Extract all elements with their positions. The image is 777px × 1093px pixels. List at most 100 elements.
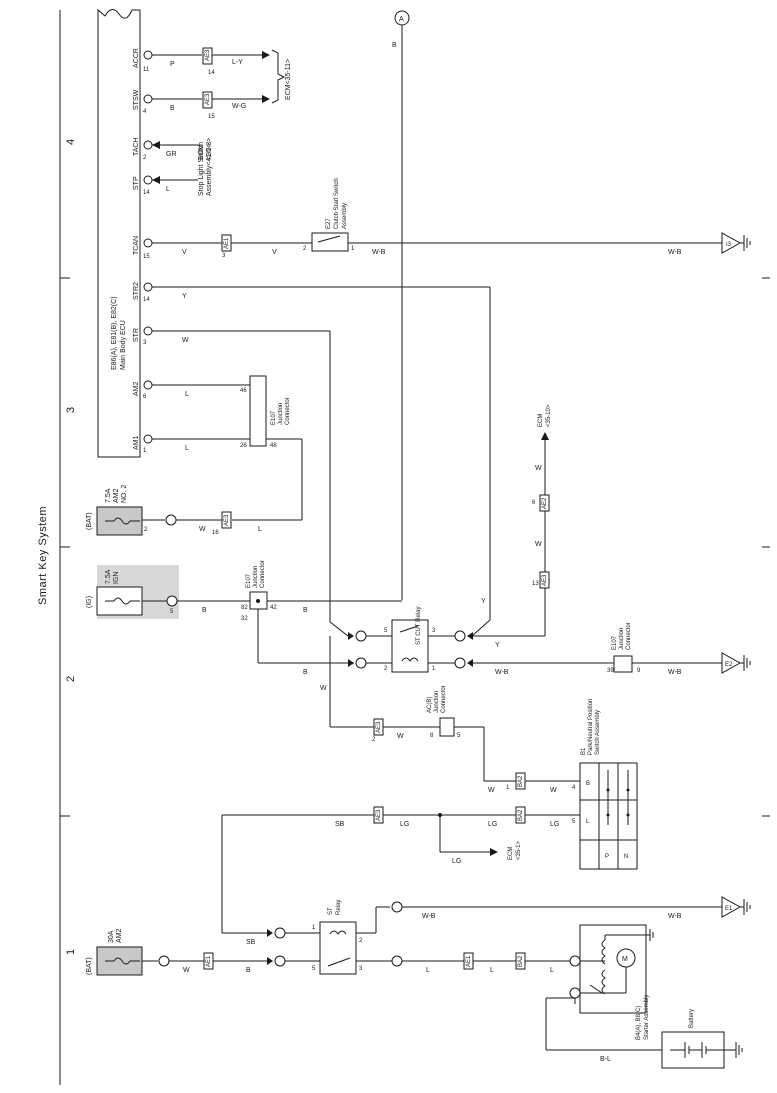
wire-color: W [320,685,327,692]
pin-label: 2 [303,246,307,252]
terminal-str2-label: STR2 [133,282,140,300]
switch-position: L [586,819,590,825]
starter-motor-symbol: M [622,956,628,963]
wire-color: L [258,526,262,533]
terminal-accr-label: ACCR [133,48,140,68]
wire-color: P [170,61,175,68]
connector-a-label: A [399,16,404,23]
relay-label: Relay [336,900,342,915]
wire-color: W [199,526,206,533]
pin-label: 26 [240,443,247,449]
fuse-source: (BAT) [86,957,93,975]
wire-color: W-B [668,669,682,676]
ref-ecm-35-1: <35-1> [516,840,522,860]
st-relay-circuit: (BAT) 30A AM2 W AE1 B 1 5 2 3 ST Relay W… [86,896,751,976]
wire-color: B [202,607,207,614]
wire-color: W [488,787,495,794]
pin-label: 5 [170,609,174,615]
wire-color: V [272,249,277,256]
pin-label: 46 [240,388,247,394]
wire-color: LG [400,821,409,828]
pin-label: 5 [384,628,388,634]
junction-ref: Connector [260,560,266,588]
section-number-2: 2 [65,676,77,682]
wire-color: V [182,249,187,256]
section-number-4: 4 [65,139,77,145]
terminal-am1-pin: 1 [143,448,147,454]
acc-junction-ref: AC(B) [427,697,433,713]
wire-color: W [535,541,542,548]
connector-pin: 14 [208,70,215,76]
wire-color: L [426,967,430,974]
pin-label: 5 [312,966,316,972]
relay-label: ST [328,907,334,915]
wire-color: B [303,607,308,614]
battery: Battery [661,1009,743,1069]
clutch-start-switch [311,232,349,252]
pin-label: 2 [384,666,388,672]
terminal-am1-label: AM1 [133,436,140,451]
pin-label: 2 [144,527,148,533]
battery-label: Battery [689,1009,695,1028]
fuse-name: AM2 [116,929,123,944]
wire-color: W-B [668,913,682,920]
pin-label: 48 [270,443,277,449]
connector-label: BA2 [518,955,524,967]
connector-label: AE1 [206,955,212,967]
pin-label: 9 [637,668,641,674]
junction-ref: E107 [612,635,618,650]
fuse-rating: 7.5A [105,569,112,584]
terminal-str-pin: 3 [143,340,147,346]
terminal-am2-pin: 6 [143,394,147,400]
fuse-rating: 7.5A [105,488,112,503]
junction-ref: Junction [278,403,284,425]
wire-color: W [183,967,190,974]
wire-color: L-Y [232,59,243,66]
terminal-str-label: STR [133,328,140,342]
junction-ref: Junction [619,628,625,650]
terminal-str-pin-circle [143,326,153,336]
wire-color: SB [246,939,256,946]
fuse-ign: (IG) 7.5A IGN 5 B [86,565,250,619]
fuse-name: IGN [113,572,120,584]
ecu-label-name: Main Body ECU [120,320,127,370]
connector-label: AE1 [224,237,230,249]
terminal-tcan-label: TCAN [133,236,140,255]
pin-label: 32 [241,616,248,622]
terminal-am1-pin-circle [143,434,153,444]
terminal-am2-pin-circle [143,380,153,390]
ecu-label-connectors: E86(A), E81(B), E82(C) [111,296,118,370]
acc-junction-circuit: W AE3 2 W 8 5 AC(B) Junction Connector W… [320,636,580,794]
wire-color: L [550,967,554,974]
ecm-35-11-circuit: AE3 AE3 14 15 P B L-Y W-G ECM<35-11> [152,47,292,120]
wire-color: L [185,391,189,398]
ref-stop-light-a: Stop Light Switch [198,142,205,196]
fuse-name: AM2 [113,489,120,504]
park-switch-ref: Park/Neutral Position [588,699,594,755]
st-cut-relay: ST CUT Relay 5 2 3 1 Y W-B [348,607,614,676]
wire-color: W-B [668,249,682,256]
junction-ref: Junction [253,566,259,588]
relay-label: ST CUT Relay [416,607,422,645]
pin-label: 3 [432,628,436,634]
pin-label: 8 [430,733,434,739]
wire-color: LG [452,858,461,865]
wire-color: B [170,105,175,112]
pin-label: 3 [359,966,363,972]
ref-clutch-assy: Assembly [342,203,348,229]
wire-color: L [490,967,494,974]
section-number-1: 1 [65,949,77,955]
junction-e107-right: 39 9 E107 Junction Connector W-B E2 [607,622,751,676]
ref-stop-light-b: Assembly<41-2> [206,143,213,196]
connector-pin: 13 [532,581,539,587]
starter-assembly: M B4(A), B8(C) Starter Assembly B-L [545,924,662,1063]
ref-ecm-35-1: ECM [508,847,514,860]
connector-pin: 2 [372,737,376,743]
connector-label: BA2 [518,809,524,821]
terminal-tach-label: TACH [133,137,140,156]
connector-label: AE2 [542,497,548,509]
connector-label: AE3 [205,49,211,61]
pin-label: 42 [270,605,277,611]
connector-ae3-am2 [221,511,232,529]
wire-color: B [246,967,251,974]
